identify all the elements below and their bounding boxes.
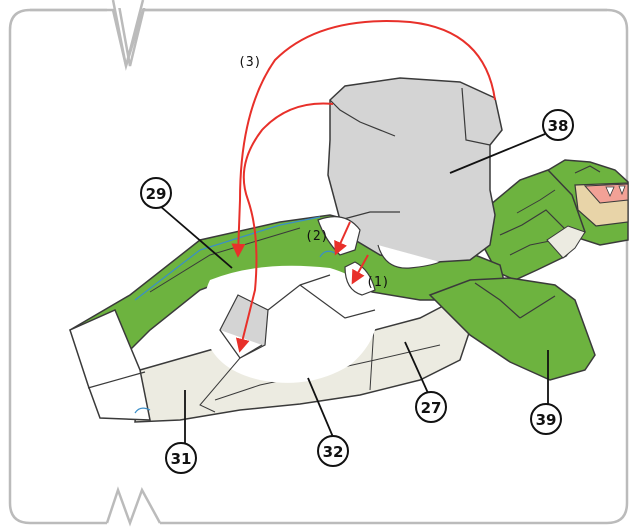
- svg-text:31: 31: [171, 450, 192, 468]
- tail-end: [69, 309, 151, 421]
- part-38: [327, 77, 503, 269]
- frame-top-notch-left: [111, 0, 145, 67]
- arrow-icon: [235, 102, 334, 353]
- step-label-3: (3): [238, 55, 261, 70]
- callout-39: 39: [530, 403, 562, 435]
- arrow-icon: [231, 20, 496, 258]
- callout-32: 32: [317, 435, 349, 467]
- step-label-2: (2): [305, 229, 328, 244]
- step-label-1: (1): [366, 275, 389, 290]
- arrow-icon: [351, 254, 369, 285]
- leader-lines: [159, 133, 549, 445]
- svg-text:38: 38: [548, 117, 569, 135]
- callout-29: 29: [140, 177, 172, 209]
- body-outline: [267, 274, 376, 319]
- svg-text:29: 29: [146, 185, 167, 203]
- svg-text:27: 27: [421, 399, 442, 417]
- arrow-icon: [334, 221, 351, 256]
- part-39: [428, 277, 596, 381]
- assembly-arrows: [231, 20, 496, 353]
- frame-top-mask: [0, 0, 637, 8]
- callout-27: 27: [415, 391, 447, 423]
- svg-text:32: 32: [323, 443, 344, 461]
- callout-31: 31: [165, 442, 197, 474]
- svg-text:39: 39: [536, 411, 557, 429]
- dragon-neck: [479, 169, 586, 281]
- callout-38: 38: [542, 109, 574, 141]
